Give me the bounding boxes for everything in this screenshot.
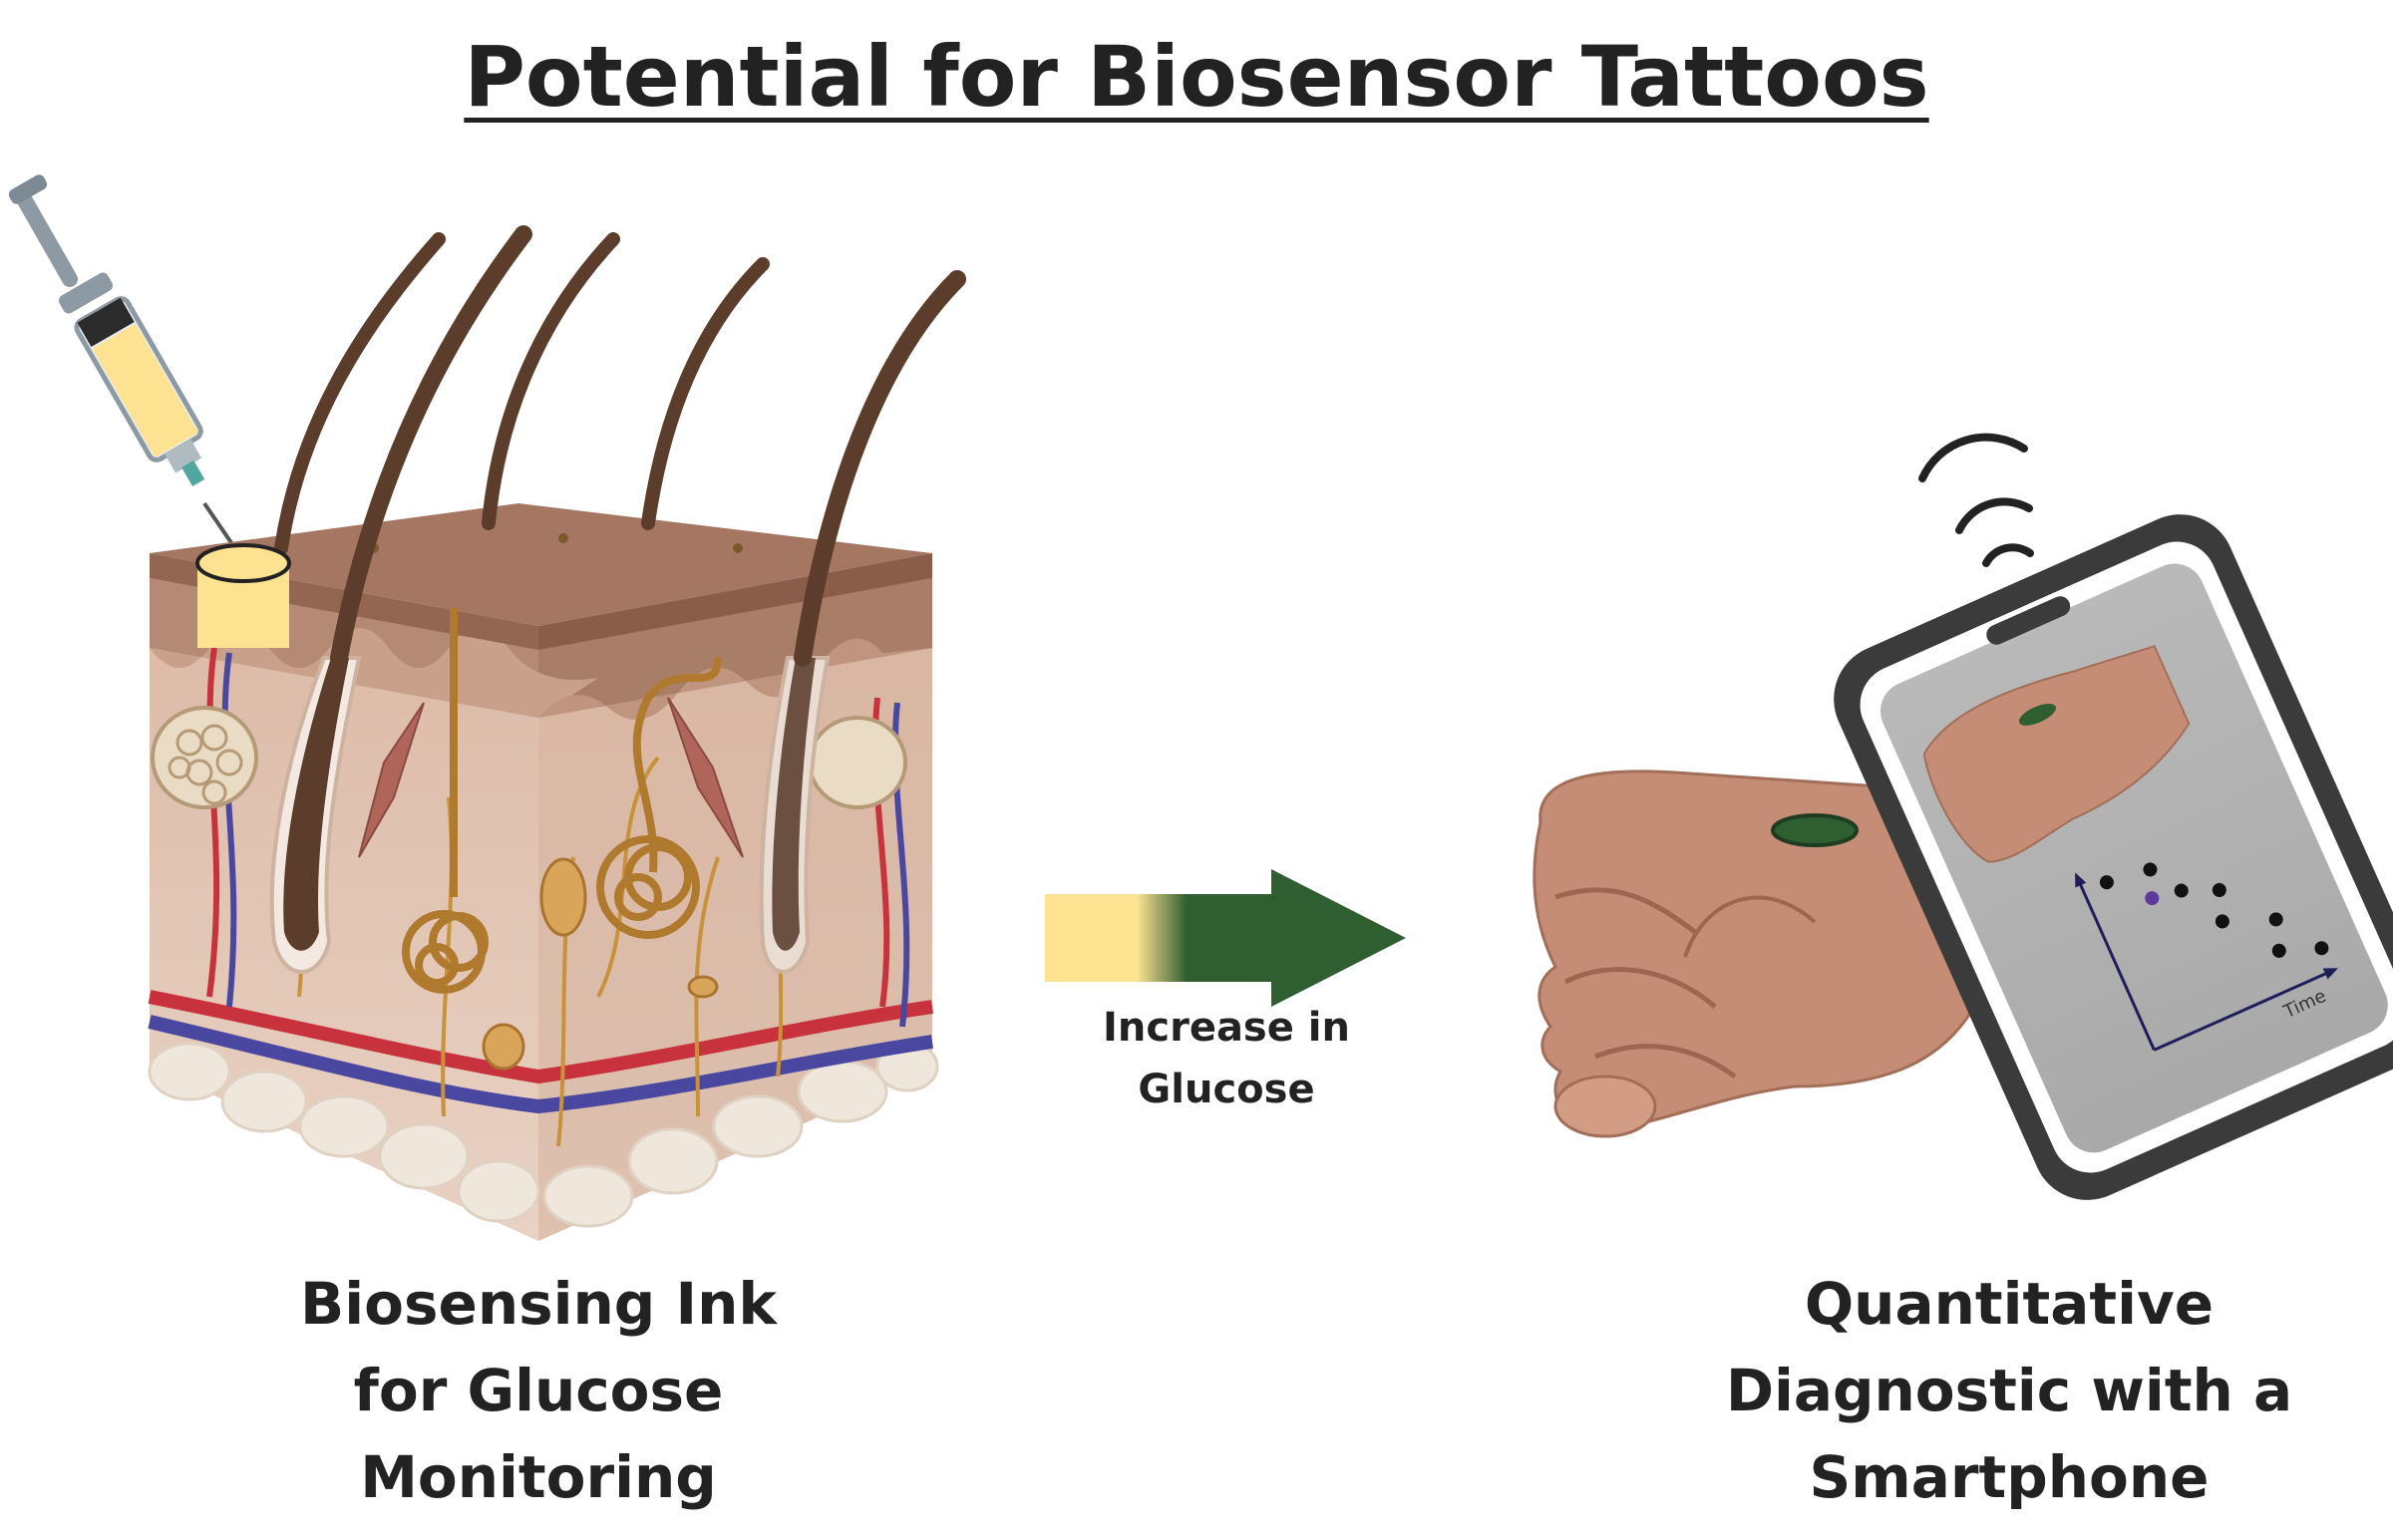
screen-hand-image: [1922, 645, 2191, 863]
right-caption-line-3: Smartphone: [1809, 1443, 2210, 1511]
right-caption-line-2: Diagnostic with a: [1725, 1357, 2293, 1424]
screen-tattoo-spot: [2018, 703, 2057, 726]
right-caption-line-1: Quantitative: [1804, 1270, 2215, 1338]
figure-title-text: Potential for Biosensor Tattoos: [464, 28, 1929, 126]
tattoo-sensor-spot: [1771, 813, 1859, 847]
left-caption-line-1: Biosensing Ink: [300, 1270, 777, 1338]
left-caption-line-2: for Glucose: [353, 1357, 724, 1424]
ink-deposit: [195, 543, 291, 648]
left-caption: Biosensing Ink for Glucose Monitoring: [229, 1261, 848, 1521]
skin-cross-section: [148, 225, 966, 1241]
wireless-signal-icon: [1918, 433, 2034, 567]
arrow-label-line-2: Glucose: [1138, 1067, 1315, 1112]
arrow-label: Increase in Glucose: [1067, 997, 1386, 1120]
figure-title: Potential for Biosensor Tattoos: [0, 28, 2393, 126]
arrow-label-line-1: Increase in: [1103, 1005, 1350, 1051]
left-caption-line-3: Monitoring: [360, 1443, 717, 1511]
smartphone: Time: [1834, 514, 2393, 1200]
syringe-icon: [8, 174, 249, 568]
glucose-arrow: [1045, 869, 1406, 1007]
right-caption: Quantitative Diagnostic with a Smartphon…: [1685, 1261, 2333, 1521]
